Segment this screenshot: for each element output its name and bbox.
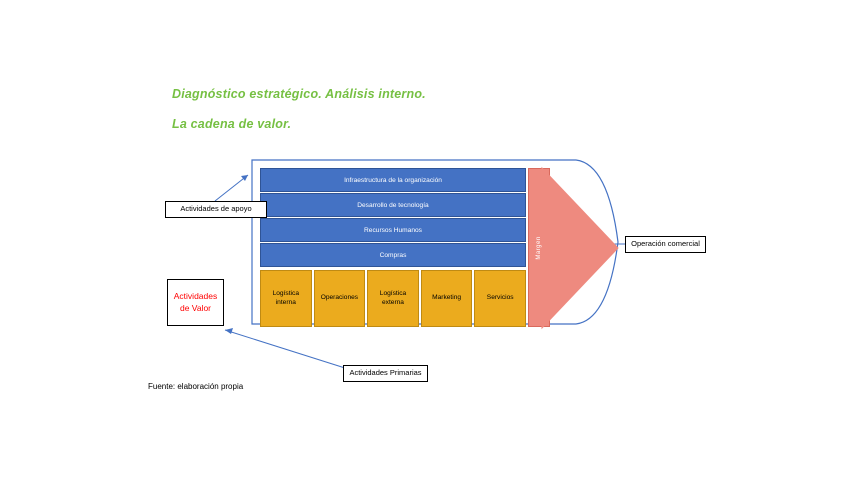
- support-activity-row: Compras: [260, 243, 526, 267]
- primary-activity-cell: Logística interna: [260, 270, 312, 327]
- callout-support-activities: Actividades de apoyo: [165, 201, 267, 218]
- primary-activity-cell: Logística externa: [367, 270, 419, 327]
- value-chain-outline: [251, 159, 619, 325]
- support-activity-row: Infraestructura de la organización: [260, 168, 526, 192]
- primary-activities-row: Logística interna Operaciones Logística …: [260, 270, 526, 327]
- page-title-line-1: Diagnóstico estratégico. Análisis intern…: [172, 87, 426, 101]
- callout-primary-activities: Actividades Primarias: [343, 365, 428, 382]
- callout-value-activities: Actividades de Valor: [167, 279, 224, 326]
- primary-activity-cell: Marketing: [420, 270, 473, 327]
- page-title-line-2: La cadena de valor.: [172, 117, 292, 131]
- value-chain-diagram: Infraestructura de la organización Desar…: [246, 152, 624, 330]
- callout-commercial-operation: Operación comercial: [625, 236, 706, 253]
- source-note: Fuente: elaboración propia: [148, 382, 244, 391]
- primary-activity-cell: Operaciones: [313, 270, 366, 327]
- support-activity-row: Desarrollo de tecnología: [260, 193, 526, 217]
- margin-arrowhead: [541, 166, 619, 330]
- primary-activity-cell: Servicios: [474, 270, 526, 327]
- support-activity-row: Recursos Humanos: [260, 218, 526, 242]
